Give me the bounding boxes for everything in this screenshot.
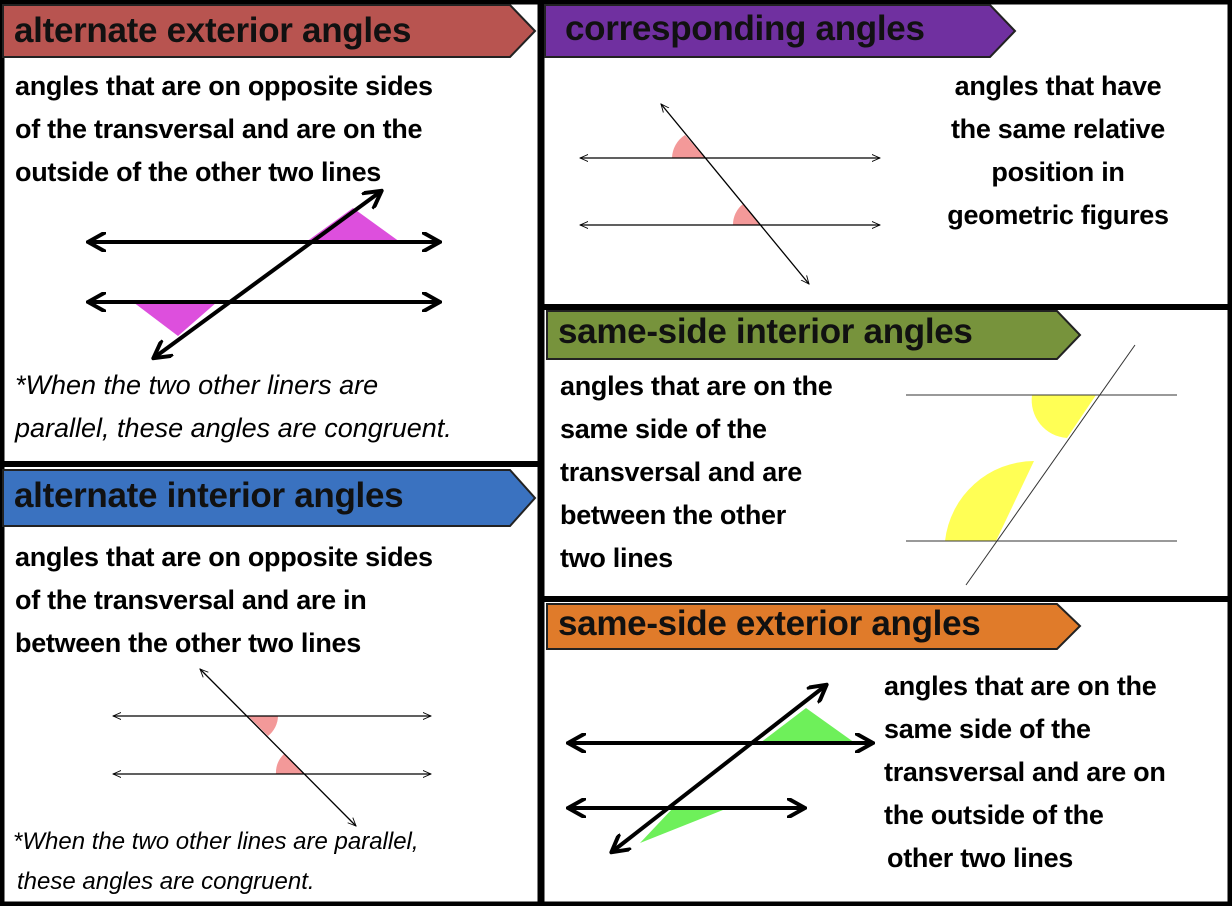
banner-same-side-exterior [546, 603, 1082, 650]
banner-alt-exterior [2, 4, 537, 58]
alt-exterior-definition: angles that are on opposite sides of the… [15, 65, 433, 194]
corresponding-diagram [580, 104, 880, 284]
definition-line: angles that are on the [884, 671, 1157, 701]
alt-exterior-diagram [90, 192, 438, 357]
definition-line: the same relative [950, 114, 1166, 144]
definition-line: geometric figures [947, 200, 1169, 230]
note-line: these angles are congruent. [17, 868, 315, 895]
definition-line: angles that have [954, 71, 1162, 101]
definition-line: between the other two lines [15, 628, 361, 658]
same-side-exterior-title: same-side exterior angles [558, 604, 981, 643]
alt-interior-diagram [113, 669, 431, 826]
definition-line: of the transversal and are in [15, 585, 367, 615]
same-side-interior-diagram [906, 344, 1177, 586]
definition-line: angles that are on the [560, 371, 833, 401]
corresponding-definition: angles that have the same relative posit… [918, 65, 1198, 237]
definition-line: angles that are on opposite sides [15, 71, 433, 101]
definition-line: transversal and are on [884, 757, 1166, 787]
definition-line: same side of the [884, 714, 1091, 744]
definition-line: between the other [560, 500, 786, 530]
definition-line: of the transversal and are on the [15, 114, 423, 144]
alt-exterior-note: *When the two other liners are parallel,… [15, 364, 452, 450]
definition-line: the outside of the [884, 800, 1104, 830]
corresponding-title: corresponding angles [565, 9, 925, 48]
note-line: parallel, these angles are congruent. [15, 413, 452, 443]
alt-exterior-title: alternate exterior angles [14, 11, 412, 50]
definition-line: outside of the other two lines [15, 157, 382, 187]
note-line: *When the two other liners are [15, 370, 379, 400]
banner-corresponding [544, 4, 1017, 58]
banner-same-side-interior [546, 310, 1082, 360]
definition-line: two lines [560, 543, 673, 573]
alt-interior-title: alternate interior angles [14, 476, 404, 515]
same-side-exterior-diagram [570, 686, 871, 851]
same-side-interior-definition: angles that are on the same side of the … [560, 365, 833, 580]
same-side-exterior-definition: angles that are on the same side of the … [884, 665, 1166, 880]
alt-interior-note: *When the two other lines are parallel, … [13, 822, 419, 902]
banner-alt-interior [2, 469, 537, 527]
alt-interior-definition: angles that are on opposite sides of the… [15, 536, 433, 665]
definition-line: same side of the [560, 414, 767, 444]
definition-line: angles that are on opposite sides [15, 542, 433, 572]
definition-line: transversal and are [560, 457, 802, 487]
definition-line: other two lines [887, 843, 1074, 873]
definition-line: position in [991, 157, 1125, 187]
note-line: *When the two other lines are parallel, [13, 828, 419, 855]
same-side-interior-title: same-side interior angles [558, 312, 973, 351]
